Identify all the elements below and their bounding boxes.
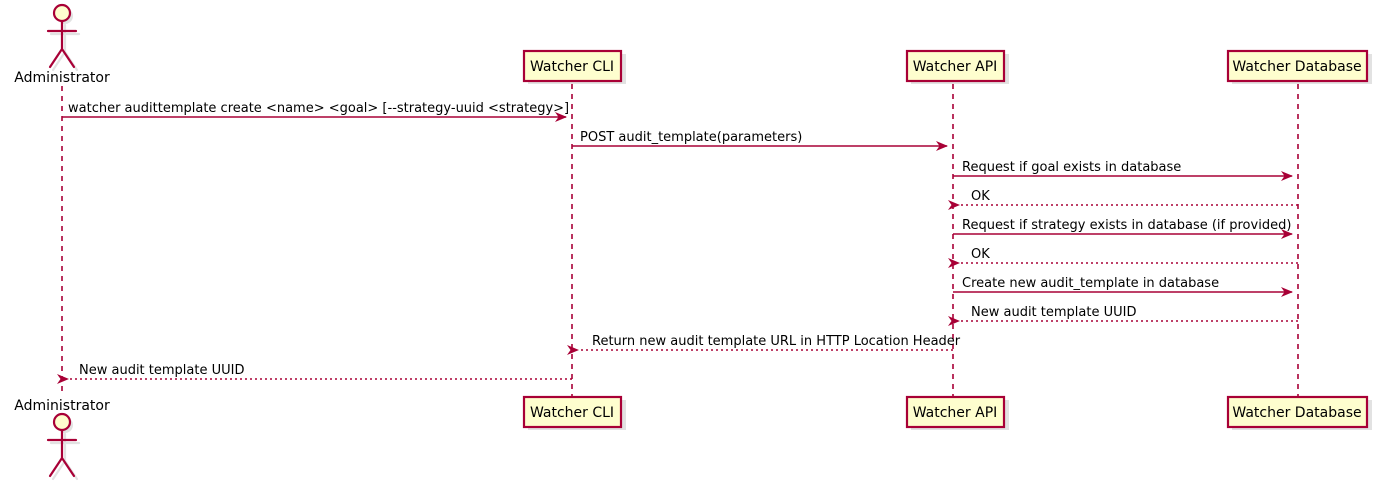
actor-head-icon	[52, 412, 72, 432]
participant-database-bottom[interactable]: Watcher Database	[1226, 395, 1372, 430]
participant-box[interactable]	[905, 395, 1006, 429]
message-7: Create new audit_template in database	[953, 276, 1293, 297]
participant-label-database: Watcher Database	[1232, 405, 1361, 421]
participant-box[interactable]	[522, 49, 623, 83]
message-label: New audit template UUID	[79, 363, 244, 378]
message-8: New audit template UUID	[948, 305, 1298, 326]
message-label: OK	[971, 247, 990, 262]
message-label: Return new audit template URL in HTTP Lo…	[592, 334, 961, 349]
message-5: Request if strategy exists in database (…	[953, 218, 1293, 239]
message-2: POST audit_template(parameters)	[572, 130, 948, 151]
participant-box[interactable]	[1226, 395, 1369, 429]
message-label: Request if strategy exists in database (…	[962, 218, 1291, 233]
participant-box[interactable]	[905, 49, 1006, 83]
participant-label-api: Watcher API	[913, 405, 998, 421]
message-1: watcher audittemplate create <name> <goa…	[62, 101, 569, 122]
participant-box[interactable]	[522, 395, 623, 429]
actor-head-icon	[52, 3, 72, 23]
participant-cli-top[interactable]: Watcher CLI	[522, 49, 626, 84]
participant-label-cli: Watcher CLI	[530, 59, 614, 75]
message-label: POST audit_template(parameters)	[580, 130, 802, 145]
message-9: Return new audit template URL in HTTP Lo…	[567, 334, 961, 355]
participant-database-top[interactable]: Watcher Database	[1226, 49, 1372, 84]
participant-cli-bottom[interactable]: Watcher CLI	[522, 395, 626, 430]
message-label: watcher audittemplate create <name> <goa…	[68, 101, 569, 116]
participant-api-bottom[interactable]: Watcher API	[905, 395, 1009, 430]
actor-label-admin-bottom: Administrator	[14, 398, 110, 414]
message-label: New audit template UUID	[971, 305, 1136, 320]
message-10: New audit template UUID	[57, 363, 572, 384]
participant-label-database: Watcher Database	[1232, 59, 1361, 75]
message-label: Create new audit_template in database	[962, 276, 1219, 291]
actor-admin-bottom	[46, 412, 81, 481]
actor-body-icon	[46, 20, 78, 69]
actor-label-admin-top: Administrator	[14, 70, 110, 86]
message-label: OK	[971, 189, 990, 204]
message-label: Request if goal exists in database	[962, 160, 1181, 175]
message-6: OK	[948, 247, 1298, 268]
participant-label-api: Watcher API	[913, 59, 998, 75]
message-4: OK	[948, 189, 1298, 210]
actor-admin-top	[46, 3, 81, 72]
message-3: Request if goal exists in database	[953, 160, 1293, 181]
lifelines	[61, 84, 1299, 396]
participant-label-cli: Watcher CLI	[530, 405, 614, 421]
actor-body-icon	[46, 429, 78, 478]
participant-box[interactable]	[1226, 49, 1369, 83]
participant-api-top[interactable]: Watcher API	[905, 49, 1009, 84]
